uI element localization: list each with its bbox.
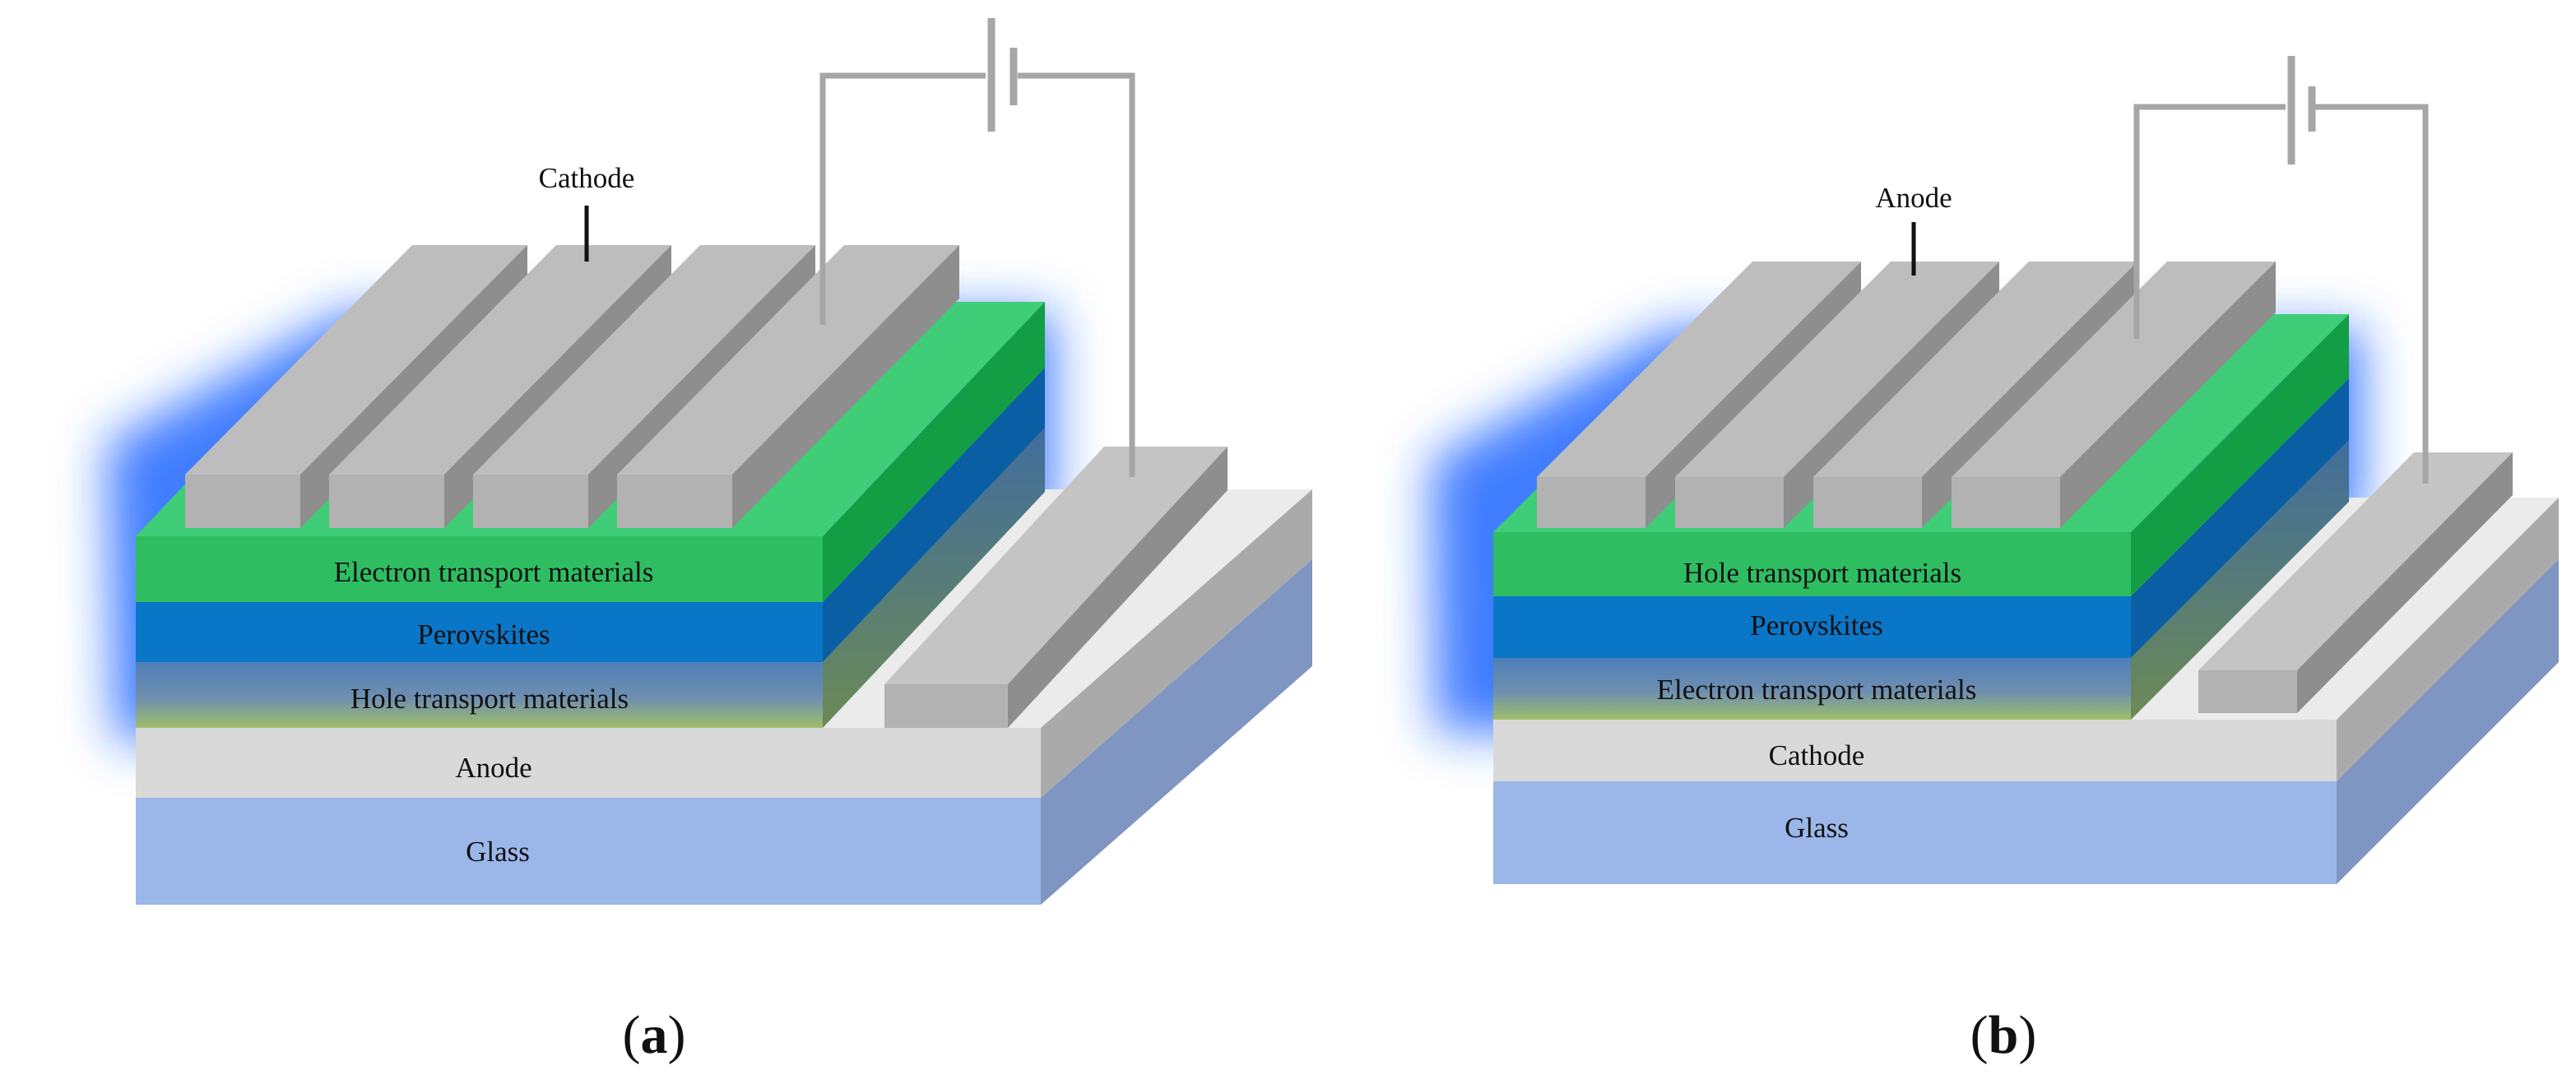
panel-a-bottom-transport [136, 428, 1045, 728]
glass-front-face [136, 798, 1041, 905]
panel-b-circuit [2133, 56, 2429, 484]
htm-front-face [1493, 532, 2131, 596]
glass-front-face [1493, 781, 2337, 884]
wire-right [2314, 104, 2429, 484]
pad-front-face [884, 684, 1008, 728]
panel-b-bottom-transport [1493, 440, 2349, 720]
pad-side-face [1008, 447, 1228, 728]
panel-a-label-bottom-transport: Hole transport materials [350, 683, 629, 715]
electrode-front-face [136, 728, 1041, 798]
panel-a-active-layer [136, 368, 1045, 662]
wire-right [1018, 72, 1135, 477]
panel-b-label-bottom-electrode: Cathode [1769, 739, 1865, 771]
etm-side-face [823, 302, 1045, 602]
panel-a-top-electrode-strips [185, 245, 959, 528]
panel-a-caption: (a) [623, 1005, 686, 1065]
pad-top-face [884, 447, 1228, 684]
htm-front-face [136, 662, 823, 728]
panel-b-label-substrate: Glass [1785, 812, 1849, 844]
panel-a-substrate-glass [136, 559, 1312, 905]
panel-b-active-layer [1493, 378, 2349, 658]
panel-b-top-electrode-strips [1537, 262, 2276, 528]
pad-top-face [2198, 452, 2513, 670]
panel-a-caption-letter: a [641, 1005, 668, 1065]
pad-side-face [2297, 452, 2513, 713]
panel-b-label-bottom-transport: Electron transport materials [1657, 674, 1977, 706]
panel-b-caption: (b) [1970, 1005, 2037, 1065]
panel-a-label-top-transport: Electron transport materials [334, 556, 654, 588]
perovskite-side-face [2131, 378, 2349, 658]
panel-b: Anode Hole transport materials Perovskit… [1432, 56, 2559, 1065]
panel-b-label-active: Perovskites [1750, 609, 1882, 642]
panel-a: Cathode Electron transport materials Per… [107, 18, 1312, 1065]
electrode-side-face [1041, 489, 1312, 798]
perovskite-front-face [1493, 596, 2131, 658]
electrode-front-face [1493, 720, 2337, 781]
electrode-side-face [2337, 498, 2559, 781]
panel-b-contact-pad [2198, 452, 2513, 713]
panel-b-top-electrode-label: Anode [1875, 182, 1952, 214]
glass-side-face [1041, 559, 1312, 905]
htm-side-face [823, 428, 1045, 728]
etm-front-face [1493, 658, 2131, 720]
panel-b-caption-letter: b [1989, 1005, 2019, 1065]
panel-b-label-top-transport: Hole transport materials [1683, 557, 1961, 589]
pad-front-face [2198, 670, 2297, 713]
wire-left [2133, 104, 2286, 339]
panel-a-circuit [819, 18, 1135, 477]
panel-a-contact-pad [884, 447, 1228, 728]
panel-b-substrate-glass [1493, 559, 2559, 884]
electrode-strip [1952, 262, 2276, 528]
etm-side-face [2131, 440, 2349, 720]
panel-a-top-electrode-label: Cathode [539, 162, 635, 194]
htm-side-face [2131, 314, 2349, 596]
etm-front-face [136, 536, 823, 602]
wire-left [819, 72, 986, 325]
glass-side-face [2337, 559, 2559, 884]
panel-a-label-active: Perovskites [417, 618, 550, 651]
panel-a-label-substrate: Glass [466, 836, 530, 868]
perovskite-side-face [823, 368, 1045, 662]
electrode-strip [617, 245, 959, 528]
panel-a-label-bottom-electrode: Anode [455, 752, 531, 784]
perovskite-front-face [136, 602, 823, 662]
